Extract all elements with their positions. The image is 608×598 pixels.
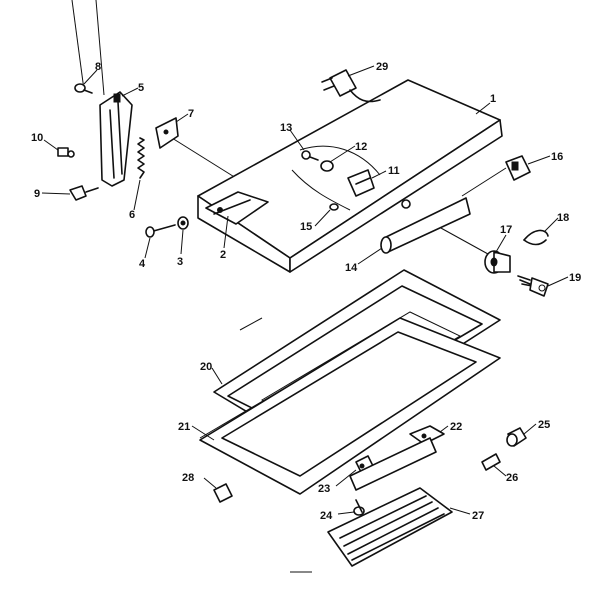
callout-19: 19 (569, 272, 581, 284)
callout-2: 2 (220, 249, 226, 261)
part-11-latch (347, 169, 375, 197)
part-9-pin (69, 185, 99, 201)
callout-28: 28 (182, 472, 194, 484)
part-5-hinge-bracket (99, 91, 133, 187)
callout-16: 16 (551, 151, 563, 163)
callout-labels: 1 2 3 4 5 6 7 8 9 10 11 12 13 14 15 16 1… (31, 61, 581, 522)
part-rail (349, 437, 437, 491)
callout-29: 29 (376, 61, 388, 73)
part-16-clip (505, 155, 531, 181)
part-18-retaining-clip (523, 229, 549, 246)
part-22-bracket (409, 425, 445, 445)
part-29-cord-plug (321, 69, 381, 103)
part-6-spring (137, 137, 145, 179)
callout-4: 4 (139, 258, 146, 270)
part-4-screw (145, 224, 176, 238)
callout-20: 20 (200, 361, 212, 373)
callout-15: 15 (300, 221, 312, 233)
part-26-plug (481, 453, 501, 471)
part-27-grille (327, 487, 453, 567)
callout-1: 1 (490, 93, 496, 105)
part-14-handle (380, 197, 471, 254)
part-19-key (517, 275, 549, 297)
part-13-screw (301, 150, 319, 161)
part-15-screw (329, 203, 339, 211)
part-21-gasket-frame (199, 317, 501, 495)
callout-11: 11 (388, 165, 400, 177)
part-10-nut (57, 147, 75, 158)
part-8-screw (74, 83, 93, 94)
callout-8: 8 (95, 61, 101, 73)
callout-12: 12 (355, 141, 367, 153)
callout-6: 6 (129, 209, 135, 221)
callout-14: 14 (345, 262, 358, 274)
callout-3: 3 (177, 256, 183, 268)
callout-10: 10 (31, 132, 43, 144)
callout-23: 23 (318, 483, 330, 495)
callout-13: 13 (280, 122, 292, 134)
part-1-top-panel (197, 79, 503, 273)
callout-25: 25 (538, 419, 550, 431)
callout-18: 18 (557, 212, 569, 224)
callout-7: 7 (188, 108, 194, 120)
part-17-lock-cylinder (484, 250, 511, 274)
callout-26: 26 (506, 472, 518, 484)
part-28-clip (213, 483, 233, 503)
callout-9: 9 (34, 188, 40, 200)
callout-27: 27 (472, 510, 484, 522)
part-7-hinge-plate (155, 117, 179, 149)
callout-21: 21 (178, 421, 190, 433)
callout-leader-lines (41, 65, 569, 515)
callout-5: 5 (138, 82, 144, 94)
callout-22: 22 (450, 421, 462, 433)
part-2-recess-plate (205, 191, 269, 225)
part-24-screw (353, 499, 365, 516)
callout-17: 17 (500, 224, 512, 236)
part-3-washer (177, 216, 189, 230)
part-25-bushing (506, 427, 527, 447)
callout-24: 24 (320, 510, 333, 522)
part-12-washer (320, 160, 334, 172)
